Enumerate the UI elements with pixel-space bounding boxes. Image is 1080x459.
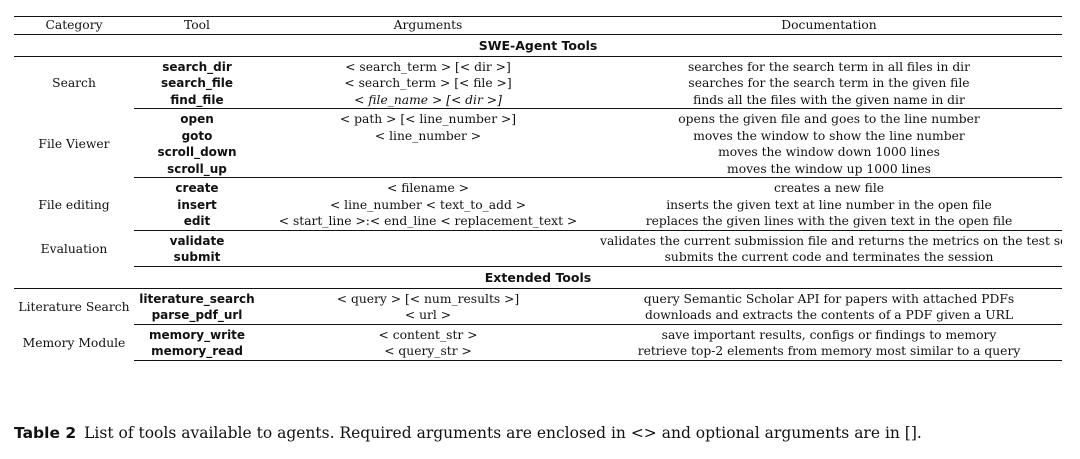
table-row: Literature Search literature_search < qu… xyxy=(14,288,1062,315)
header-tool: Tool xyxy=(134,16,260,35)
tool-name: goto xyxy=(181,128,213,143)
tool-documentation: downloads and extracts the contents of a… xyxy=(596,307,1062,325)
tool-documentation: query Semantic Scholar API for papers wi… xyxy=(643,291,1015,306)
tool-documentation: moves the window down 1000 lines xyxy=(718,145,940,159)
tool-documentation: opens the given file and goes to the lin… xyxy=(678,112,980,126)
section-title: SWE-Agent Tools xyxy=(14,34,1062,57)
category-cell: Evaluation xyxy=(40,241,108,256)
tool-arguments: < line_number < text_to_add > xyxy=(329,197,527,212)
tool-name: validate xyxy=(169,233,225,248)
tool-name: memory_read xyxy=(134,343,260,361)
table-caption: Table 2 List of tools available to agents… xyxy=(14,424,922,442)
caption-text: List of tools available to agents. Requi… xyxy=(84,424,922,442)
tools-table: Category Tool Arguments Documentation SW… xyxy=(14,16,1062,361)
table-row: scroll_down moves the window down 1000 l… xyxy=(14,144,1062,161)
tool-arguments: < file_name > [< dir >] xyxy=(260,91,596,109)
table-row: memory_read < query_str > retrieve top-2… xyxy=(14,343,1062,361)
category-cell: Search xyxy=(52,76,96,91)
tool-arguments xyxy=(260,249,596,267)
tool-name: find_file xyxy=(134,91,260,109)
tool-arguments: < path > [< line_number >] xyxy=(339,112,517,126)
tool-arguments: < search_term > [< dir >] xyxy=(345,59,511,74)
header-category: Category xyxy=(14,16,134,35)
tool-name: scroll_up xyxy=(134,160,260,178)
tool-documentation: retrieve top-2 elements from memory most… xyxy=(596,343,1062,361)
tool-arguments: < start_line >:< end_line < replacement_… xyxy=(260,213,596,231)
tool-name: parse_pdf_url xyxy=(134,307,260,325)
table-row: File editing create < filename > creates… xyxy=(14,178,1062,212)
table-row: goto < line_number > moves the window to… xyxy=(14,128,1062,145)
tool-name: search_file xyxy=(160,76,234,90)
table-row: search_file < search_term > [< file >] s… xyxy=(14,75,1062,92)
table-row: Search search_dir < search_term > [< dir… xyxy=(14,56,1062,91)
section-title: Extended Tools xyxy=(14,266,1062,289)
category-cell: Memory Module xyxy=(22,335,126,350)
category-cell: Literature Search xyxy=(18,300,130,314)
tool-documentation: inserts the given text at line number in… xyxy=(666,197,992,212)
category-cell: File Viewer xyxy=(38,136,110,151)
tool-name: scroll_down xyxy=(157,145,237,159)
tool-arguments: < query > [< num_results >] xyxy=(336,291,520,306)
tool-name: submit xyxy=(134,249,260,267)
tool-documentation: save important results, configs or findi… xyxy=(661,327,997,342)
tool-arguments xyxy=(260,144,596,161)
caption-label: Table 2 xyxy=(14,424,77,442)
table-row: find_file < file_name > [< dir >] finds … xyxy=(14,91,1062,109)
section-row-extended-tools: Extended Tools xyxy=(14,266,1062,289)
tool-documentation: finds all the files with the given name … xyxy=(596,91,1062,109)
table-row: File Viewer open < path > [< line_number… xyxy=(14,109,1062,151)
tool-name: open xyxy=(180,112,214,126)
tool-arguments: < query_str > xyxy=(260,343,596,361)
tool-name: edit xyxy=(134,213,260,231)
header-documentation: Documentation xyxy=(596,16,1062,35)
table-header-row: Category Tool Arguments Documentation xyxy=(14,16,1062,35)
tool-arguments: < search_term > [< file >] xyxy=(344,76,512,90)
table-row: edit < start_line >:< end_line < replace… xyxy=(14,213,1062,231)
tool-arguments: < url > xyxy=(260,307,596,325)
tool-documentation: validates the current submission file an… xyxy=(600,233,1062,248)
table-row: scroll_up moves the window up 1000 lines xyxy=(14,160,1062,178)
tool-arguments xyxy=(260,230,596,249)
tool-documentation: moves the window up 1000 lines xyxy=(596,160,1062,178)
table-row: parse_pdf_url < url > downloads and extr… xyxy=(14,307,1062,325)
tool-arguments: < content_str > xyxy=(378,327,478,342)
tool-documentation: searches for the search term in the give… xyxy=(688,76,970,90)
header-arguments: Arguments xyxy=(260,16,596,35)
tool-name: memory_write xyxy=(148,327,246,342)
tool-arguments: < filename > xyxy=(386,181,470,195)
table-row: submit submits the current code and term… xyxy=(14,249,1062,267)
tool-arguments xyxy=(260,160,596,178)
tool-documentation: replaces the given lines with the given … xyxy=(596,213,1062,231)
table-row: insert < line_number < text_to_add > ins… xyxy=(14,197,1062,214)
tool-arguments: < line_number > xyxy=(374,128,482,143)
tool-name: create xyxy=(175,181,219,195)
tool-documentation: moves the window to show the line number xyxy=(693,128,965,143)
table-row: Evaluation validate validates the curren… xyxy=(14,230,1062,256)
section-row-swe-agent-tools: SWE-Agent Tools xyxy=(14,34,1062,57)
tool-name: literature_search xyxy=(139,291,255,306)
tool-documentation: searches for the search term in all file… xyxy=(687,59,970,74)
table-row: Memory Module memory_write < content_str… xyxy=(14,324,1062,350)
category-cell: File editing xyxy=(38,197,110,212)
tool-documentation: submits the current code and terminates … xyxy=(596,249,1062,267)
tool-name: insert xyxy=(177,197,217,212)
tool-name: search_dir xyxy=(162,59,232,74)
tool-documentation: creates a new file xyxy=(773,181,885,195)
